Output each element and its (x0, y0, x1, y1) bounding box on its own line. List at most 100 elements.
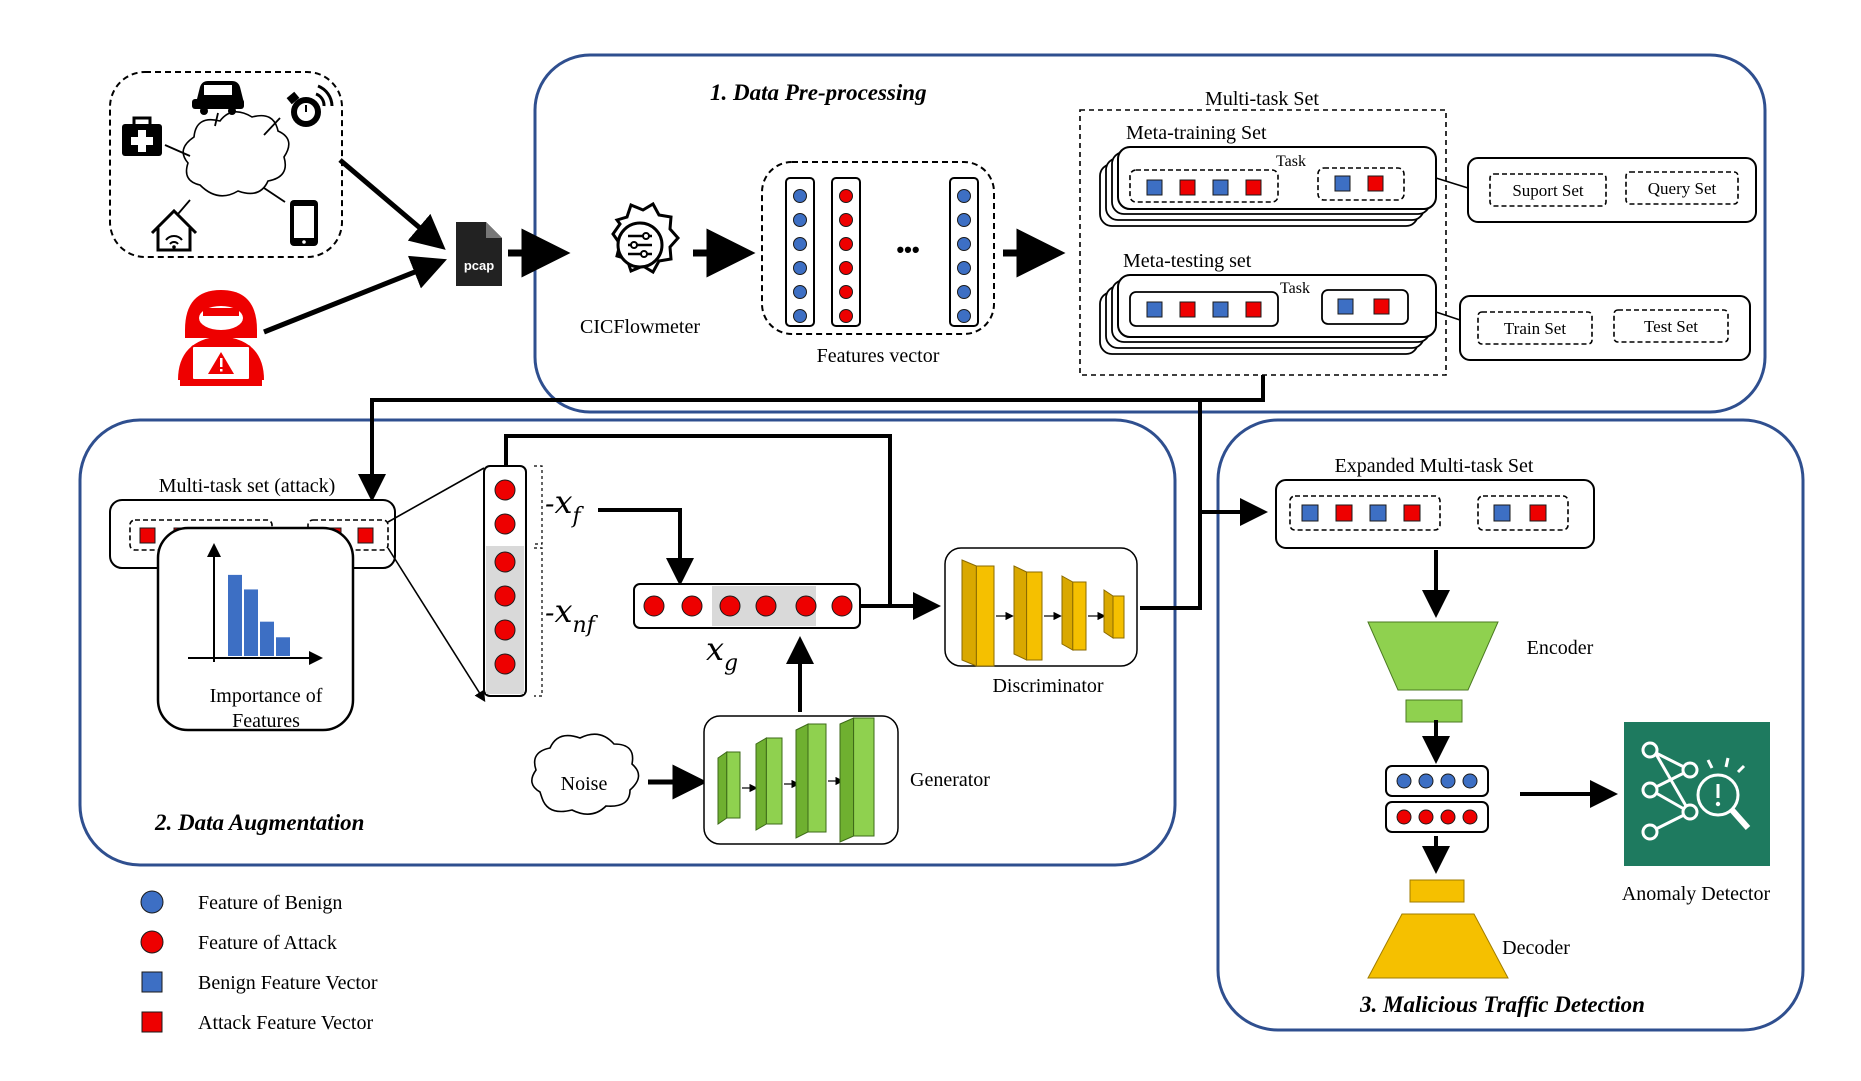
benign-vector-square (1337, 298, 1354, 315)
cloud-icon (182, 111, 290, 197)
generator-layer (726, 751, 741, 819)
meta-testing-label: Meta-testing set (1123, 250, 1252, 272)
importance-bar (244, 589, 258, 656)
query-set-label: Query Set (1648, 179, 1717, 198)
importance-bar (260, 621, 274, 656)
hacker-icon (178, 290, 264, 386)
augmentation-title: 2. Data Augmentation (154, 810, 364, 835)
cicflowmeter-gear-icon (611, 201, 681, 275)
legend-label: Feature of Benign (198, 892, 342, 914)
importance-chart: Importance of Features (156, 526, 355, 732)
importance-label-line1: Importance of (210, 685, 323, 707)
discriminator-layer-side (1013, 565, 1028, 661)
attack-vector-square (1245, 179, 1262, 196)
generator-layer-side (795, 723, 809, 839)
cicflowmeter-label: CICFlowmeter (580, 316, 700, 338)
support-query-panel (1467, 157, 1757, 223)
pcap-file-icon: pcap (456, 222, 502, 286)
attack-vector-square (1335, 504, 1353, 522)
legend-label: Feature of Attack (198, 932, 337, 954)
feature-column (483, 465, 543, 697)
noise-cloud (531, 733, 640, 815)
attack-vector-square (1179, 179, 1196, 196)
attack-vector-square (357, 527, 374, 544)
attack-feature-dot (839, 261, 853, 275)
medical-kit-icon (122, 116, 162, 156)
attack-feature-dot (494, 479, 516, 501)
legend-square-swatch (141, 1011, 163, 1033)
preprocessing-title: 1. Data Pre-processing (710, 80, 927, 105)
encoder (1367, 621, 1499, 723)
iot-network (109, 71, 343, 258)
attack-feature-dot (1440, 809, 1456, 825)
attack-feature-dot (755, 595, 777, 617)
generator-label: Generator (910, 769, 990, 791)
legend-circle-swatch (140, 890, 164, 914)
attack-feature-dot (839, 285, 853, 299)
benign-feature-dot (957, 309, 971, 323)
generator-layer-side (755, 737, 767, 831)
legend-circle-swatch (140, 930, 164, 954)
anomaly-detector-icon (1624, 722, 1770, 866)
benign-vector-square (1146, 301, 1163, 318)
benign-vector-square (1493, 504, 1511, 522)
generator-layer-side (839, 717, 855, 843)
decoder (1367, 879, 1509, 979)
attack-feature-dot (494, 585, 516, 607)
anomaly-detector-label: Anomaly Detector (1622, 883, 1771, 905)
encoder-label: Encoder (1527, 637, 1594, 659)
discriminator-layer-side (1061, 575, 1074, 651)
discriminator-layer (1112, 595, 1125, 639)
attack-feature-dot (831, 595, 853, 617)
support-set-label: Suport Set (1512, 181, 1584, 200)
benign-feature-dot (957, 189, 971, 203)
generator (703, 715, 899, 845)
xg-symbol: xg (706, 630, 738, 676)
discriminator-layer-side (1103, 589, 1114, 639)
generator-layer-side (717, 751, 728, 825)
attack-feature-dot (839, 189, 853, 203)
detection-frame (1216, 418, 1805, 1032)
features-ellipsis: ••• (896, 237, 919, 262)
attack-vector-square (1373, 298, 1390, 315)
attack-feature-dot (494, 619, 516, 641)
detection-title: 3. Malicious Traffic Detection (1359, 992, 1645, 1017)
attack-feature-dot (494, 513, 516, 535)
decoder-label: Decoder (1502, 937, 1570, 959)
meta-training-tasks: Task (1099, 146, 1437, 227)
discriminator-layer (1072, 581, 1087, 651)
benign-feature-dot (793, 309, 807, 323)
test-set-label: Test Set (1644, 317, 1698, 336)
benign-vector-square (1212, 301, 1229, 318)
benign-feature-dot (1396, 773, 1412, 789)
benign-feature-dot (793, 261, 807, 275)
attack-feature-dot (839, 237, 853, 251)
attack-vector-square (1403, 504, 1421, 522)
smart-home-icon (150, 208, 198, 252)
discriminator-label: Discriminator (992, 675, 1103, 697)
benign-feature-dot (793, 189, 807, 203)
benign-feature-dot (793, 237, 807, 251)
train-set-label: Train Set (1504, 319, 1566, 338)
attack-feature-dot (839, 213, 853, 227)
attack-vector-square (1529, 504, 1547, 522)
generator-layer (853, 717, 875, 837)
attack-feature-dot (643, 595, 665, 617)
generator-layer (765, 737, 783, 825)
attack-feature-dot (494, 551, 516, 573)
benign-feature-dot (957, 237, 971, 251)
attack-feature-dot (1418, 809, 1434, 825)
benign-vector-square (1334, 175, 1351, 192)
benign-feature-dot (957, 261, 971, 275)
benign-feature-dot (1462, 773, 1478, 789)
attack-feature-dot (494, 653, 516, 675)
benign-feature-dot (793, 285, 807, 299)
attack-feature-dot (681, 595, 703, 617)
benign-vector-square (1212, 179, 1229, 196)
benign-feature-dot (793, 213, 807, 227)
multitask-attack-label: Multi-task set (attack) (159, 475, 336, 497)
attack-vector-square (1245, 301, 1262, 318)
features-vector-label: Features vector (817, 345, 940, 367)
